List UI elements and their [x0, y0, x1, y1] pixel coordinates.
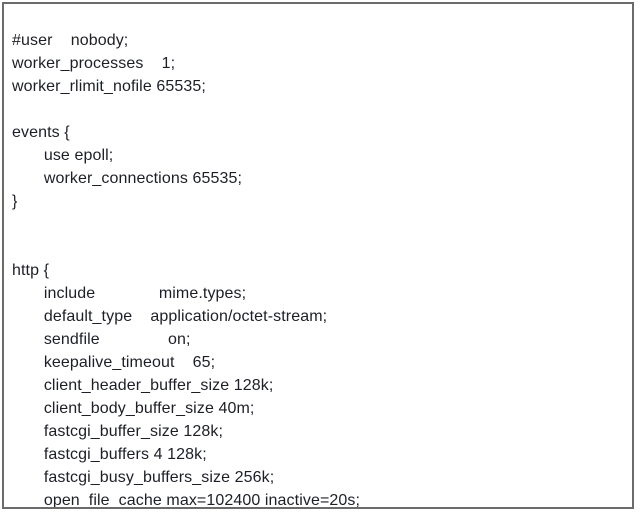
config-line: http { — [12, 262, 50, 279]
config-line — [12, 236, 624, 259]
config-line: client_body_buffer_size 40m; — [12, 400, 255, 417]
config-line — [12, 98, 624, 121]
config-line: fastcgi_busy_buffers_size 256k; — [12, 469, 275, 486]
config-line: events { — [12, 124, 70, 141]
config-line: worker_rlimit_nofile 65535; — [12, 78, 206, 95]
config-line: keepalive_timeout 65; — [12, 354, 216, 371]
config-content: #user nobody; worker_processes 1; worker_r… — [4, 4, 632, 509]
config-line: open_file_cache max=102400 inactive=20s; — [12, 492, 361, 509]
config-line: default_type application/octet-stream; — [12, 308, 328, 325]
config-line: } — [12, 193, 18, 210]
config-line — [12, 213, 624, 236]
nginx-config-snippet-frame: #user nobody; worker_processes 1; worker_r… — [2, 2, 634, 509]
config-line: sendfile on; — [12, 331, 191, 348]
config-line: include mime.types; — [12, 285, 247, 302]
config-line: #user nobody; — [12, 32, 129, 49]
config-line: use epoll; — [12, 147, 114, 164]
config-line: worker_connections 65535; — [12, 170, 242, 187]
config-line: fastcgi_buffers 4 128k; — [12, 446, 207, 463]
config-line: worker_processes 1; — [12, 55, 176, 72]
config-line: client_header_buffer_size 128k; — [12, 377, 274, 394]
config-line: fastcgi_buffer_size 128k; — [12, 423, 224, 440]
